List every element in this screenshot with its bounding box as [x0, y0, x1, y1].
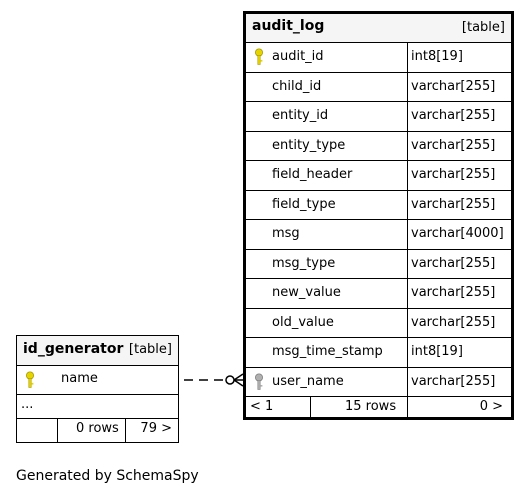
- children-count[interactable]: 0 >: [479, 399, 503, 414]
- row-count: 15 rows: [345, 399, 397, 414]
- table-header: audit_log [table]: [246, 14, 511, 43]
- column-row[interactable]: old_value varchar[255]: [246, 308, 511, 338]
- ellipsis: ...: [21, 397, 34, 412]
- column-type: varchar[255]: [407, 161, 511, 190]
- table-name[interactable]: id_generator: [23, 341, 124, 357]
- more-columns: ...: [17, 395, 178, 419]
- column-row[interactable]: msg_type varchar[255]: [246, 249, 511, 279]
- column-name: child_id: [272, 78, 322, 94]
- column-name: user_name: [272, 373, 344, 389]
- generator-caption: Generated by SchemaSpy: [16, 468, 199, 484]
- column-type: varchar[255]: [407, 131, 511, 160]
- column-name: audit_id: [272, 49, 324, 64]
- row-count: 0 rows: [76, 421, 119, 436]
- table-tag: [table]: [128, 342, 172, 357]
- column-row[interactable]: field_type varchar[255]: [246, 190, 511, 220]
- table-name[interactable]: audit_log: [252, 18, 325, 34]
- column-name: new_value: [272, 285, 341, 300]
- children-count[interactable]: 79 >: [140, 421, 172, 436]
- column-row[interactable]: audit_id int8[19]: [246, 43, 511, 73]
- table-tag: [table]: [461, 20, 505, 35]
- column-row[interactable]: msg_time_stamp int8[19]: [246, 338, 511, 368]
- parents-count: [17, 419, 58, 442]
- column-type: varchar[255]: [407, 190, 511, 219]
- column-type: varchar[255]: [407, 367, 511, 396]
- column-name: old_value: [272, 314, 334, 330]
- column-name: msg: [272, 226, 300, 241]
- column-type: varchar[4000]: [407, 220, 511, 249]
- primary-key-icon: [255, 48, 263, 65]
- column-name: field_header: [272, 167, 353, 182]
- column-type: varchar[255]: [407, 72, 511, 101]
- column-type: varchar[255]: [407, 102, 511, 131]
- column-row[interactable]: user_name varchar[255]: [246, 367, 511, 397]
- column-row[interactable]: name: [17, 366, 178, 395]
- column-row[interactable]: new_value varchar[255]: [246, 279, 511, 309]
- table-footer: 0 rows 79 >: [17, 419, 178, 442]
- column-name: entity_id: [272, 108, 329, 123]
- column-name: entity_type: [272, 137, 346, 153]
- column-name: name: [61, 371, 98, 386]
- table-id-generator[interactable]: id_generator [table] name ... 0 rows 79 …: [16, 335, 179, 443]
- column-row[interactable]: field_header varchar[255]: [246, 161, 511, 191]
- column-type: varchar[255]: [407, 249, 511, 278]
- column-row[interactable]: entity_id varchar[255]: [246, 102, 511, 132]
- column-row[interactable]: child_id varchar[255]: [246, 72, 511, 102]
- column-name: msg_type: [272, 255, 336, 271]
- column-type: varchar[255]: [407, 279, 511, 308]
- column-name: msg_time_stamp: [272, 344, 383, 359]
- table-header: id_generator [table]: [17, 336, 178, 366]
- primary-key-icon: [26, 371, 34, 388]
- column-row[interactable]: msg varchar[4000]: [246, 220, 511, 250]
- column-type: int8[19]: [407, 338, 511, 367]
- table-footer: < 1 15 rows 0 >: [246, 397, 511, 419]
- column-row[interactable]: entity_type varchar[255]: [246, 131, 511, 161]
- column-type: varchar[255]: [407, 308, 511, 337]
- parents-count[interactable]: < 1: [250, 399, 274, 414]
- foreign-key-icon: [255, 373, 263, 390]
- column-name: field_type: [272, 196, 336, 212]
- column-type: int8[19]: [407, 43, 511, 72]
